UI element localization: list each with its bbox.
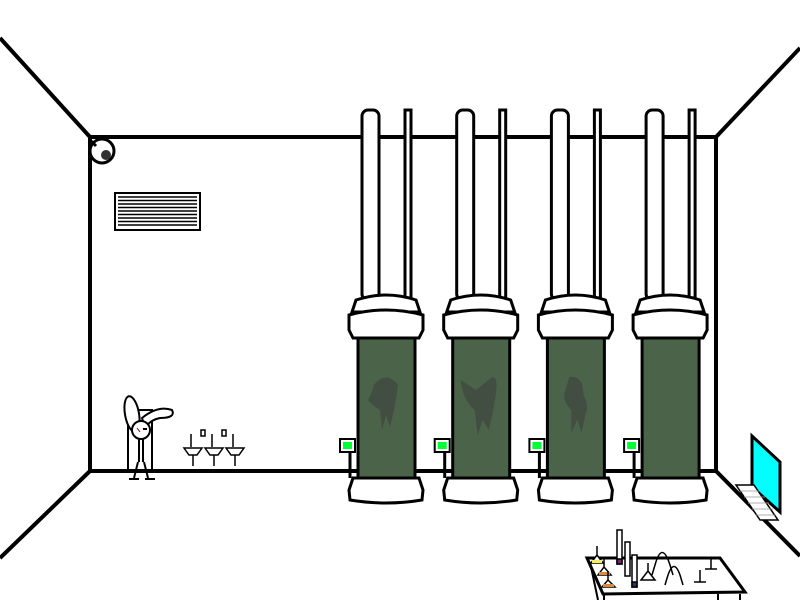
player-character[interactable] bbox=[122, 395, 174, 480]
lab-table[interactable] bbox=[584, 529, 748, 600]
air-vent[interactable] bbox=[114, 192, 201, 231]
sink[interactable] bbox=[224, 434, 246, 466]
tube-liquid bbox=[356, 334, 417, 480]
control-panel[interactable] bbox=[623, 438, 641, 478]
control-panel[interactable] bbox=[528, 438, 546, 478]
specimen-silhouette bbox=[564, 376, 587, 433]
sink[interactable] bbox=[203, 429, 227, 466]
floor-edge-left bbox=[0, 469, 92, 560]
sinks[interactable] bbox=[182, 429, 246, 466]
specimen-tube[interactable] bbox=[433, 108, 520, 505]
control-panel[interactable] bbox=[339, 438, 356, 478]
specimen-tube[interactable] bbox=[339, 108, 425, 505]
ceiling-edge-left bbox=[0, 36, 92, 139]
glassware[interactable] bbox=[589, 529, 717, 588]
specimen-tube[interactable] bbox=[528, 108, 614, 505]
status-light bbox=[627, 442, 637, 449]
security-camera[interactable] bbox=[88, 137, 116, 165]
tube-liquid bbox=[640, 334, 701, 480]
sink[interactable] bbox=[182, 429, 206, 466]
status-light bbox=[343, 442, 352, 449]
laptop[interactable] bbox=[734, 432, 782, 521]
status-light bbox=[437, 442, 447, 449]
specimen-silhouette bbox=[460, 377, 497, 435]
control-panel[interactable] bbox=[433, 438, 451, 478]
specimen-silhouette bbox=[368, 377, 398, 430]
specimen-tube[interactable] bbox=[623, 108, 709, 505]
laptop-keyboard[interactable] bbox=[734, 484, 780, 521]
tubes bbox=[339, 108, 709, 505]
doorway bbox=[127, 409, 153, 472]
status-light bbox=[532, 442, 542, 449]
ceiling-edge-right bbox=[714, 46, 800, 139]
